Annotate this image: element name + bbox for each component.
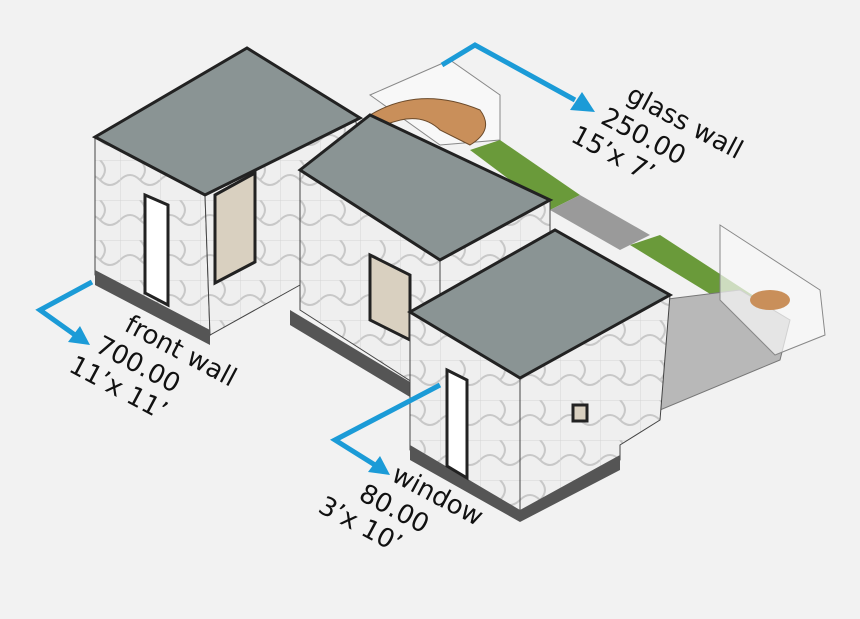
roof bbox=[407, 228, 674, 380]
roof bbox=[91, 46, 364, 197]
glass-wall-side bbox=[719, 224, 826, 356]
arrowhead-icon bbox=[68, 326, 90, 345]
curved-bench bbox=[369, 98, 487, 146]
arrow-window bbox=[329, 382, 442, 468]
grass-area bbox=[470, 140, 580, 210]
building-front bbox=[407, 228, 674, 522]
small-window bbox=[571, 403, 589, 423]
window bbox=[213, 170, 257, 286]
arrowhead-icon bbox=[570, 92, 595, 112]
arrow-front-wall bbox=[35, 279, 94, 338]
arrowhead-icon bbox=[368, 456, 390, 475]
callout-glass-wall: glass wall 250.00 15’x 7’ bbox=[566, 80, 748, 189]
courtyard bbox=[368, 59, 826, 411]
window-tall bbox=[445, 367, 469, 481]
roof bbox=[297, 113, 554, 262]
door bbox=[143, 192, 170, 308]
callout-arrows bbox=[35, 42, 577, 468]
round-table bbox=[750, 290, 790, 310]
arrow-glass-wall bbox=[440, 42, 577, 103]
paving-area bbox=[550, 195, 650, 250]
building-left bbox=[91, 46, 364, 345]
